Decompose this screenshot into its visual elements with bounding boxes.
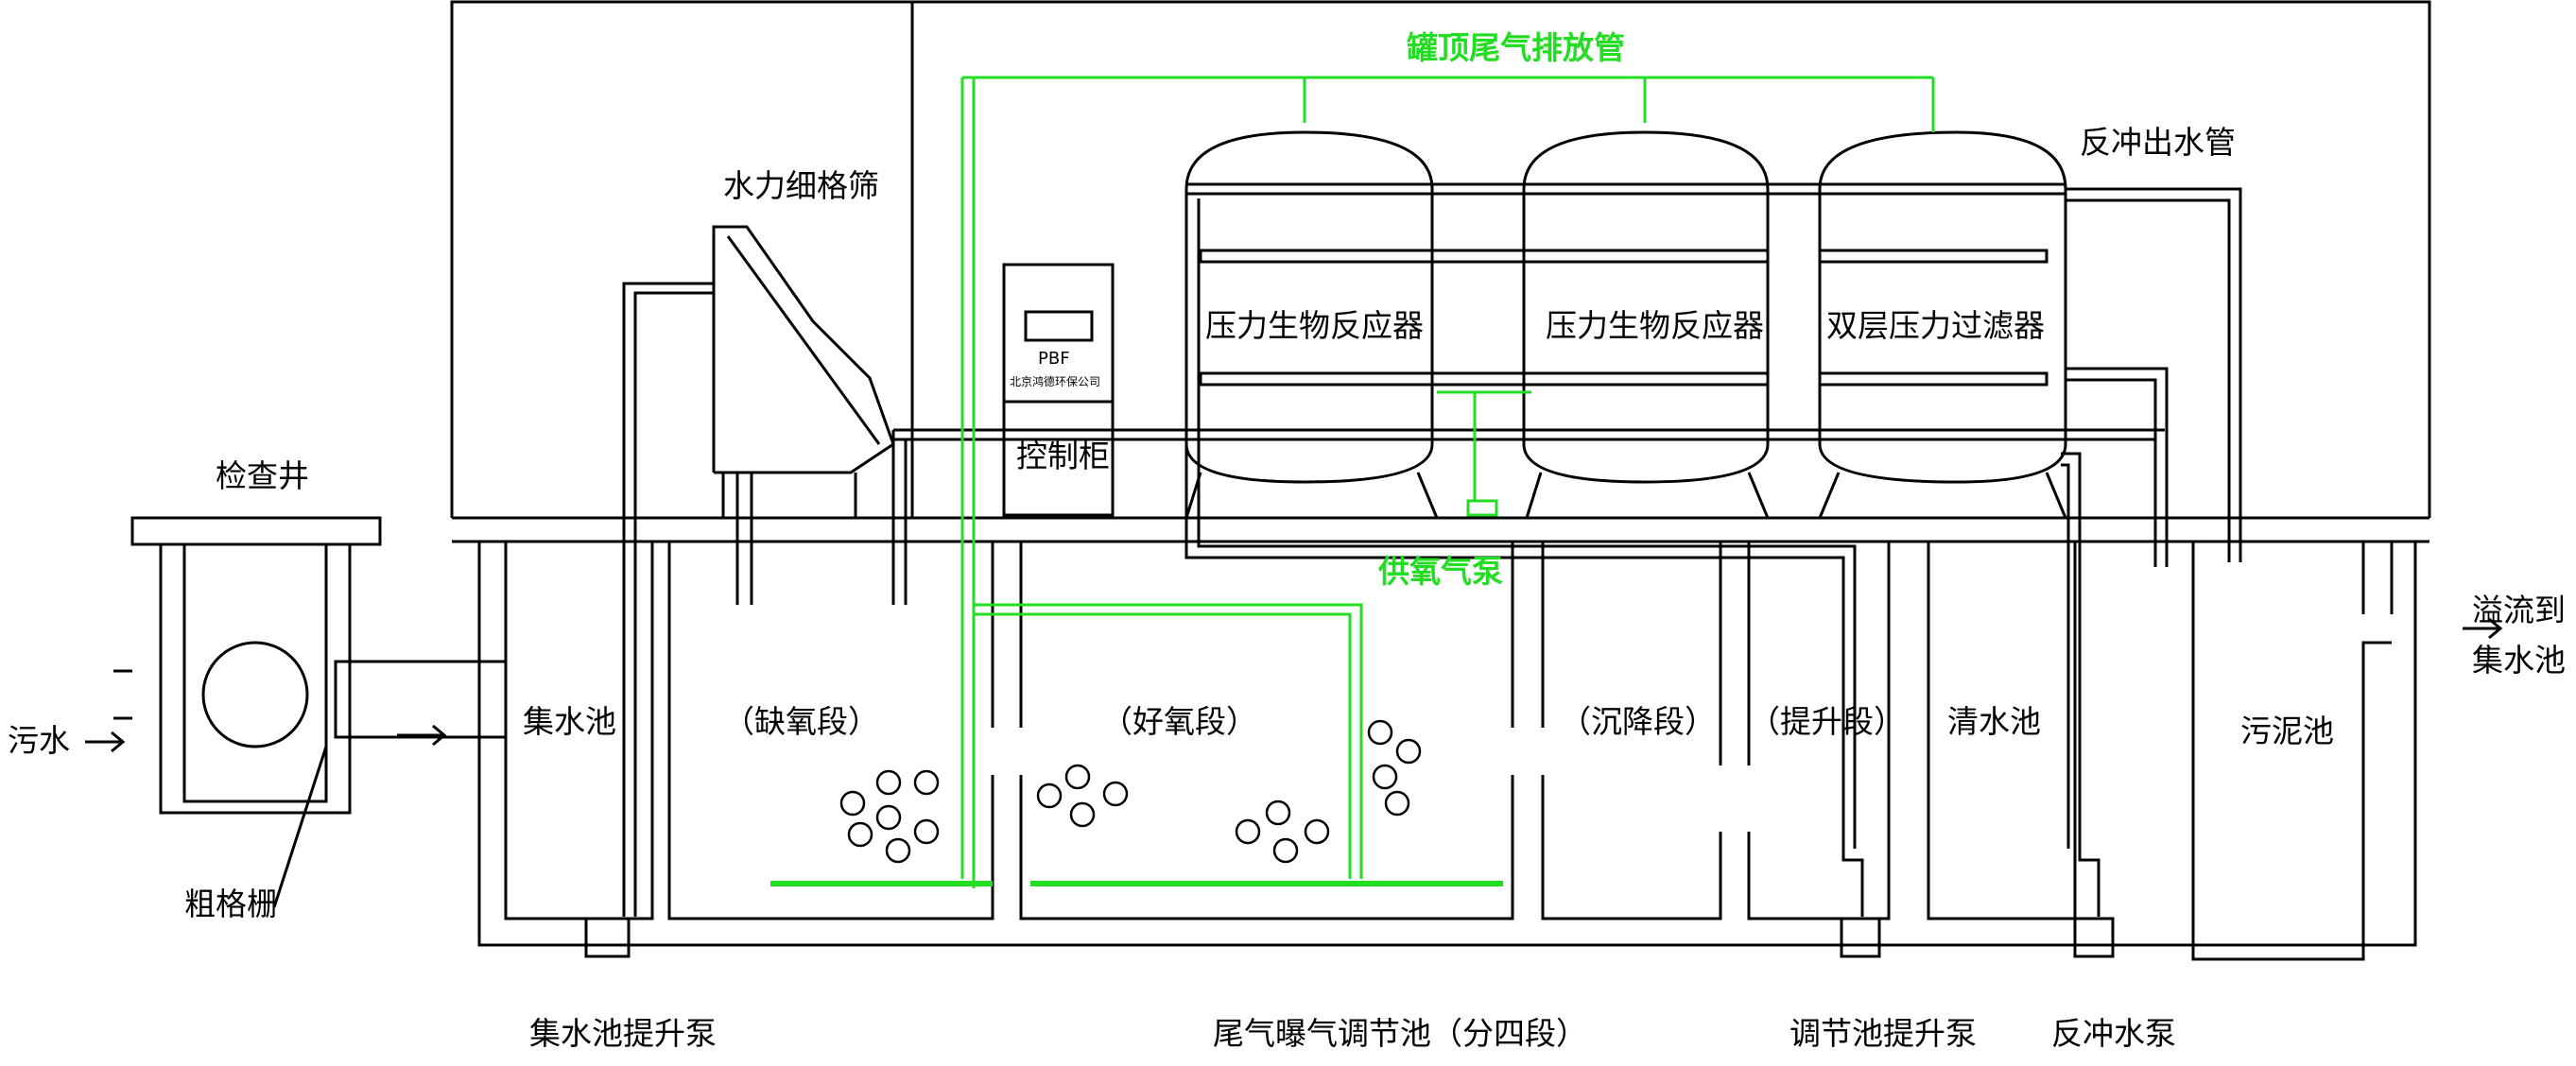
label-aerobic: （好氧段） [1101,703,1257,740]
sludge-pool-wall [2191,542,2392,961]
anoxic-wall [667,542,994,920]
aerobic-wall [1019,775,1514,920]
label-double-filter: 双层压力过滤器 [1826,307,2045,344]
control-cabinet [1002,263,1115,517]
label-regulating-pool: 尾气曝气调节池（分四段） [1213,1015,1587,1052]
settling-wall [1541,775,1722,920]
label-air-pump: 供氧气泵 [1378,553,1503,590]
label-lifting: （提升段） [1749,703,1905,740]
label-inspection-well: 检查井 [216,457,309,494]
label-cabinet-maker: 北京鸿德环保公司 [1010,374,1100,388]
basin-outer [477,542,2417,947]
label-sludge-pool: 污泥池 [2240,713,2334,749]
regulating-pump-pit [1840,917,1881,958]
label-backwash-outlet: 反冲出水管 [2080,124,2236,161]
filter-vessel [1818,130,2067,484]
label-collection-pool: 集水池 [523,703,616,740]
hydraulic-screen [622,225,895,917]
label-reactor-1: 压力生物反应器 [1205,307,1424,344]
label-coarse-grid: 粗格栅 [184,885,278,922]
label-hydraulic-screen: 水力细格筛 [723,167,879,204]
backwash-pump-pit [2073,917,2115,958]
label-control-cabinet: 控制柜 [1016,438,1110,474]
aeration-bubbles [839,719,1422,864]
reactor-2-vessel [1522,130,1770,484]
label-tank-top-exhaust: 罐顶尾气排放管 [1407,29,1625,66]
lifting-wall [1747,542,1891,920]
label-collection-pump: 集水池提升泵 [529,1015,717,1052]
label-overflow-1: 溢流到 [2472,592,2566,628]
label-settling: （沉降段） [1560,703,1716,740]
label-backwash-pump: 反冲水泵 [2051,1015,2176,1052]
inspection-well [113,516,508,908]
label-reactor-2: 压力生物反应器 [1546,307,1764,344]
clear-pool-wall [1927,542,2077,920]
label-regulating-pump: 调节池提升泵 [1789,1015,1977,1052]
label-sewage-in: 污水 [8,722,70,759]
label-anoxic: （缺氧段） [723,703,879,740]
label-cabinet-brand: PBF [1038,349,1070,369]
building-outline [450,0,2431,518]
reactor-1-vessel [1184,130,1434,484]
label-overflow-2: 集水池 [2472,642,2566,679]
label-clear-pool: 清水池 [1947,703,2041,740]
collection-pump-pit [584,917,631,958]
